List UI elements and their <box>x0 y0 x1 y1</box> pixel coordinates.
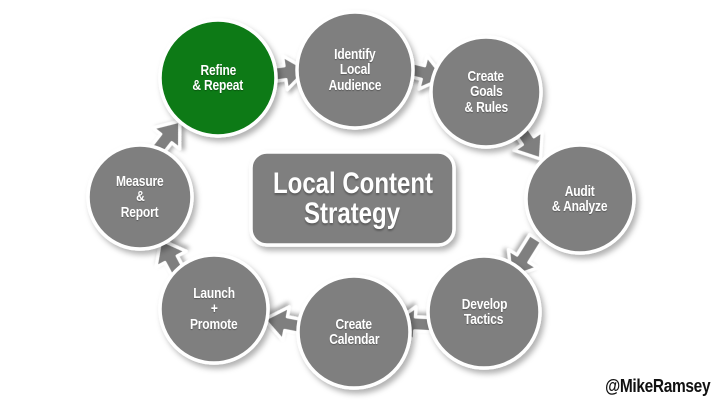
center-plate <box>249 150 456 247</box>
node-circle-refine-repeat[interactable] <box>158 18 278 138</box>
node-circle-measure-report[interactable] <box>86 143 194 251</box>
watermark-text: @MikeRamsey <box>604 376 710 396</box>
watermark-credit: @MikeRamsey <box>588 376 710 397</box>
node-circle-create-calendar[interactable] <box>296 274 412 390</box>
node-circles-group <box>86 10 636 390</box>
node-circle-develop-tactics[interactable] <box>426 254 542 370</box>
node-circle-create-goals-rules[interactable] <box>429 35 543 149</box>
node-circle-launch-promote[interactable] <box>158 253 270 365</box>
center-plate-group <box>249 150 456 247</box>
node-circle-identify-local-audience[interactable] <box>295 10 415 130</box>
node-circle-audit-analyze[interactable] <box>524 143 636 255</box>
